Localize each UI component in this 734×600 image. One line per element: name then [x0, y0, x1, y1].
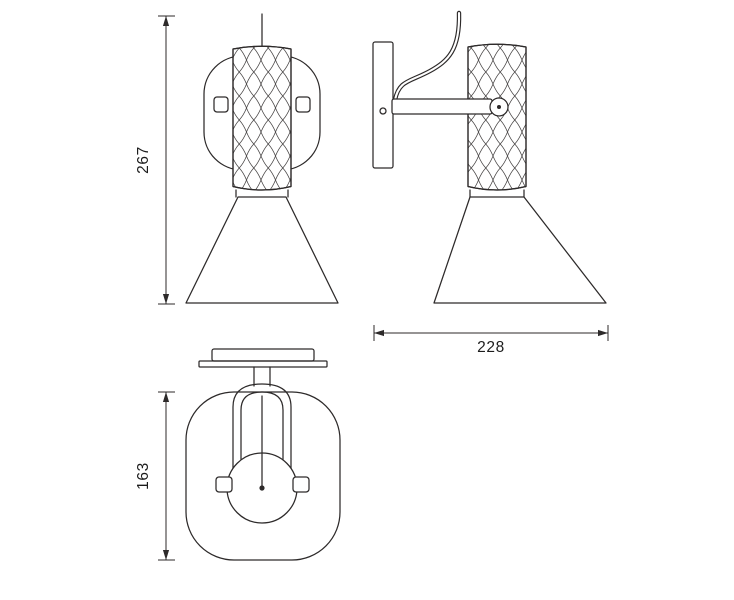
- depth-dimension: 228: [373, 325, 609, 356]
- side-wall-plate-screw-hole: [379, 107, 387, 115]
- height-dimension-bottom-arrow: [162, 294, 170, 304]
- width-dimension-bottom-arrow: [162, 550, 170, 560]
- side-wall-plate: [372, 41, 394, 169]
- plan-right-peg: [292, 476, 310, 493]
- side-quilted-cylinder-pattern: [467, 43, 527, 191]
- height-dimension-top-arrow: [162, 16, 170, 26]
- width-dimension-top-arrow: [162, 392, 170, 402]
- width-dimension: 163: [135, 391, 175, 561]
- plan-center-dot: [259, 485, 265, 491]
- depth-dimension-label: 228: [477, 339, 505, 356]
- side-support-arm: [391, 98, 493, 115]
- plan-wall-plate: [211, 348, 315, 362]
- front-right-peg: [295, 96, 311, 113]
- plan-neck: [253, 366, 271, 387]
- front-view: 267: [135, 13, 339, 305]
- side-view: 228: [372, 10, 609, 356]
- height-dimension: 267: [135, 15, 175, 305]
- plan-left-peg: [215, 476, 233, 493]
- plan-yoke-inner: [240, 391, 284, 490]
- front-left-peg: [213, 96, 229, 113]
- width-dimension-label: 163: [135, 462, 152, 490]
- front-cone-shade: [185, 196, 339, 304]
- depth-dimension-left-arrow: [374, 329, 384, 337]
- front-quilted-cylinder-pattern: [232, 45, 292, 191]
- side-pivot-center-dot: [497, 105, 501, 109]
- front-shade-rim: [235, 189, 289, 198]
- plan-view: 163: [135, 348, 341, 561]
- side-cone-shade: [433, 196, 607, 304]
- height-dimension-label: 267: [135, 146, 152, 174]
- plan-wall-plate-flange: [198, 360, 328, 368]
- depth-dimension-right-arrow: [598, 329, 608, 337]
- side-cable-core: [393, 11, 461, 102]
- plan-yoke-outer: [232, 383, 292, 490]
- side-shade-rim: [469, 189, 525, 198]
